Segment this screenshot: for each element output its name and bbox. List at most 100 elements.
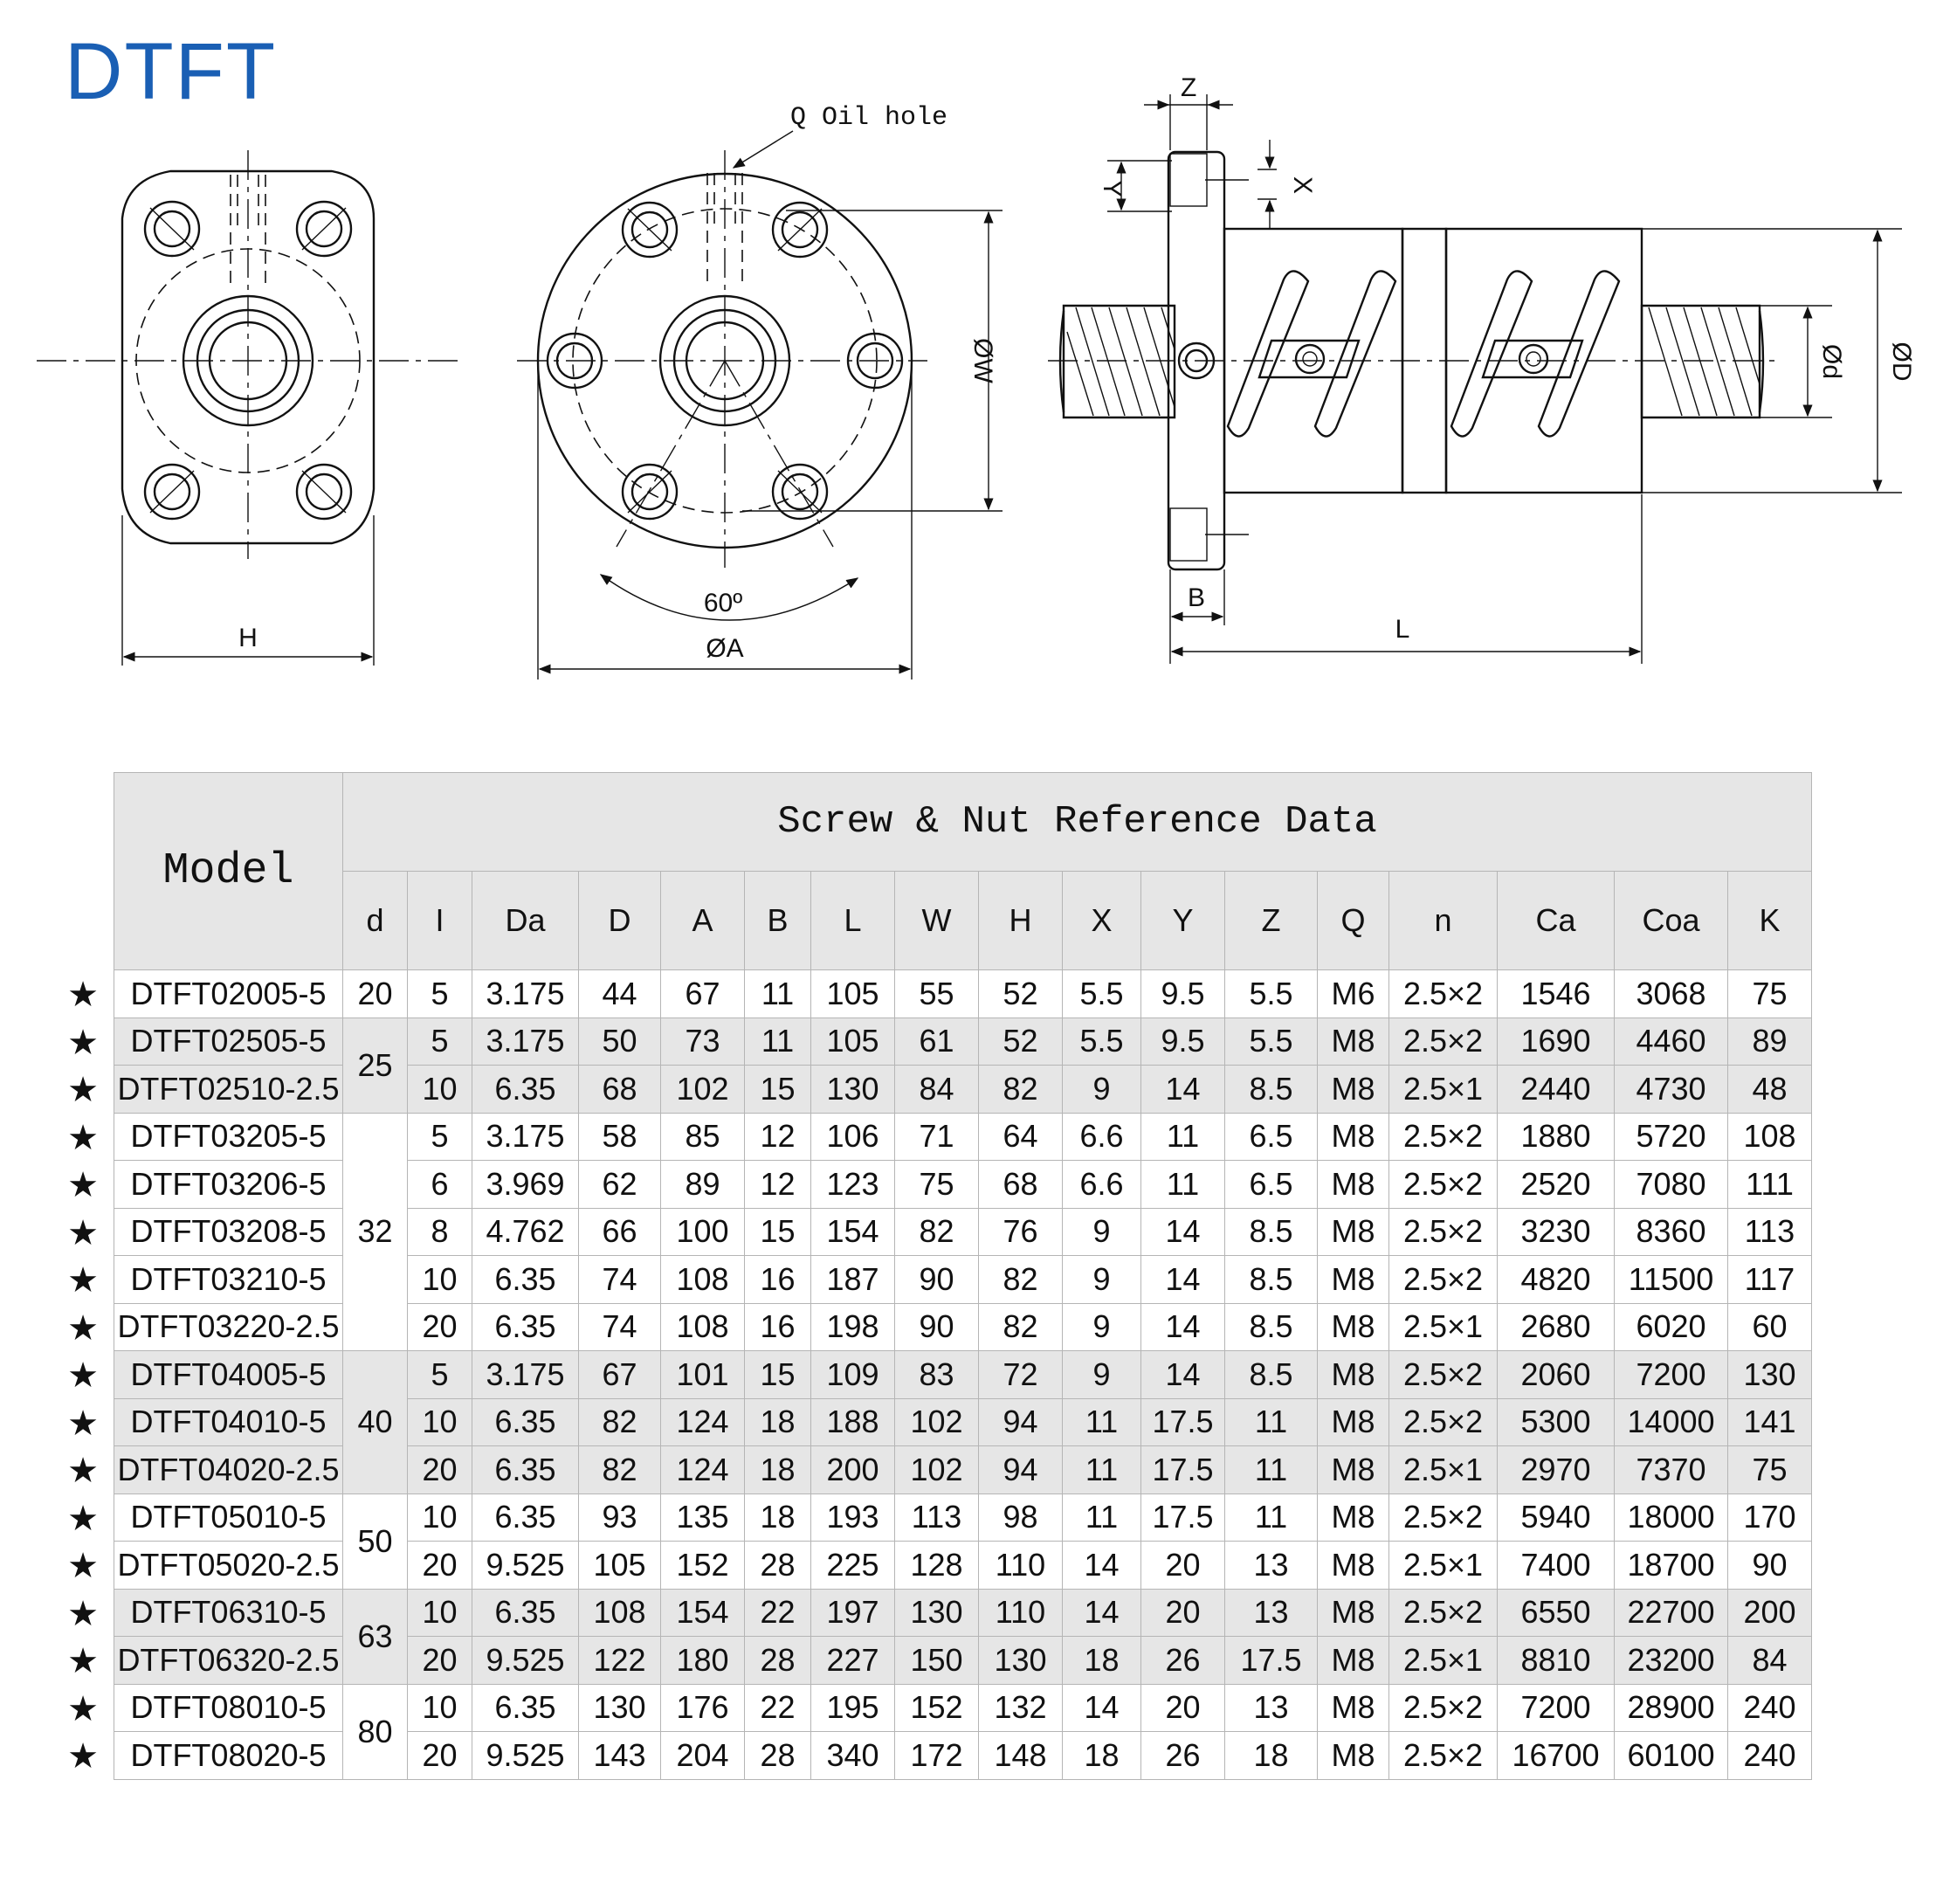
value-cell: 15 <box>744 1065 811 1114</box>
value-cell: 113 <box>894 1493 979 1542</box>
value-cell: 90 <box>1727 1541 1812 1590</box>
model-cell: DTFT04010-5 <box>114 1397 343 1446</box>
value-cell: 64 <box>978 1112 1063 1161</box>
value-cell: 16 <box>744 1302 811 1351</box>
star-icon: ★ <box>67 1213 99 1252</box>
value-cell: 5.5 <box>1062 1017 1141 1066</box>
value-cell: 6.5 <box>1224 1112 1318 1161</box>
value-cell: M8 <box>1317 1207 1389 1256</box>
value-cell: 61 <box>894 1017 979 1066</box>
angle-label: 60º <box>704 589 742 617</box>
star-icon: ★ <box>67 1071 99 1109</box>
value-cell: 16700 <box>1497 1731 1615 1780</box>
star-markers: ★★★★★★★★★★★★★★★★★ <box>61 971 105 1781</box>
value-cell: 18 <box>744 1445 811 1494</box>
value-cell: 3.969 <box>472 1160 579 1209</box>
value-cell: 7370 <box>1614 1445 1728 1494</box>
value-cell: M8 <box>1317 1636 1389 1685</box>
value-cell: 8360 <box>1614 1207 1728 1256</box>
value-cell: 20 <box>407 1636 472 1685</box>
diameter-cell: 63 <box>342 1588 408 1685</box>
star-icon: ★ <box>67 1642 99 1680</box>
value-cell: 90 <box>894 1302 979 1351</box>
value-cell: 113 <box>1727 1207 1812 1256</box>
value-cell: 8810 <box>1497 1636 1615 1685</box>
value-cell: 17.5 <box>1140 1445 1225 1494</box>
value-cell: 7200 <box>1497 1683 1615 1732</box>
value-cell: 13 <box>1224 1541 1318 1590</box>
value-cell: 152 <box>660 1541 745 1590</box>
value-cell: 2970 <box>1497 1445 1615 1494</box>
value-cell: 14 <box>1062 1683 1141 1732</box>
value-cell: 60100 <box>1614 1731 1728 1780</box>
flange-flat-view: H <box>37 150 463 666</box>
value-cell: 85 <box>660 1112 745 1161</box>
model-cell: DTFT03208-5 <box>114 1207 343 1256</box>
value-cell: 5 <box>407 969 472 1018</box>
value-cell: 11 <box>744 1017 811 1066</box>
value-cell: 6.35 <box>472 1588 579 1637</box>
value-cell: 8.5 <box>1224 1065 1318 1114</box>
value-cell: M8 <box>1317 1255 1389 1304</box>
value-cell: 204 <box>660 1731 745 1780</box>
dim-Y-label: Y <box>1098 180 1127 197</box>
value-cell: 108 <box>660 1302 745 1351</box>
value-cell: 20 <box>1140 1541 1225 1590</box>
value-cell: 111 <box>1727 1160 1812 1209</box>
value-cell: 62 <box>578 1160 661 1209</box>
value-cell: 83 <box>894 1350 979 1399</box>
model-cell: DTFT04005-5 <box>114 1350 343 1399</box>
value-cell: 5 <box>407 1350 472 1399</box>
value-cell: 176 <box>660 1683 745 1732</box>
dim-B-label: B <box>1188 583 1205 612</box>
value-cell: 9 <box>1062 1255 1141 1304</box>
value-cell: 5300 <box>1497 1397 1615 1446</box>
value-cell: 108 <box>1727 1112 1812 1161</box>
model-cell: DTFT03205-5 <box>114 1112 343 1161</box>
model-header: Model <box>114 772 343 970</box>
value-cell: 6.6 <box>1062 1160 1141 1209</box>
model-cell: DTFT02505-5 <box>114 1017 343 1066</box>
value-cell: M8 <box>1317 1112 1389 1161</box>
value-cell: 102 <box>894 1397 979 1446</box>
column-header: d <box>342 871 408 970</box>
value-cell: 52 <box>978 1017 1063 1066</box>
value-cell: 66 <box>578 1207 661 1256</box>
value-cell: 9 <box>1062 1302 1141 1351</box>
value-cell: 82 <box>578 1445 661 1494</box>
column-header: Coa <box>1614 871 1728 970</box>
value-cell: 84 <box>1727 1636 1812 1685</box>
value-cell: 195 <box>810 1683 895 1732</box>
value-cell: 74 <box>578 1255 661 1304</box>
value-cell: 3068 <box>1614 969 1728 1018</box>
column-header: X <box>1062 871 1141 970</box>
value-cell: 14 <box>1140 1350 1225 1399</box>
value-cell: 74 <box>578 1302 661 1351</box>
value-cell: 20 <box>407 1541 472 1590</box>
value-cell: 6.35 <box>472 1445 579 1494</box>
value-cell: 6.35 <box>472 1302 579 1351</box>
value-cell: 23200 <box>1614 1636 1728 1685</box>
value-cell: 9.5 <box>1140 969 1225 1018</box>
value-cell: 5 <box>407 1112 472 1161</box>
value-cell: 68 <box>578 1065 661 1114</box>
value-cell: 6.6 <box>1062 1112 1141 1161</box>
value-cell: 11500 <box>1614 1255 1728 1304</box>
value-cell: 28 <box>744 1731 811 1780</box>
value-cell: 20 <box>1140 1588 1225 1637</box>
value-cell: 67 <box>578 1350 661 1399</box>
value-cell: 154 <box>810 1207 895 1256</box>
value-cell: 5 <box>407 1017 472 1066</box>
value-cell: 2.5×2 <box>1388 1683 1498 1732</box>
column-header: H <box>978 871 1063 970</box>
dim-D-label: ØD <box>1887 342 1916 382</box>
value-cell: 9.5 <box>1140 1017 1225 1066</box>
value-cell: 8.5 <box>1224 1255 1318 1304</box>
